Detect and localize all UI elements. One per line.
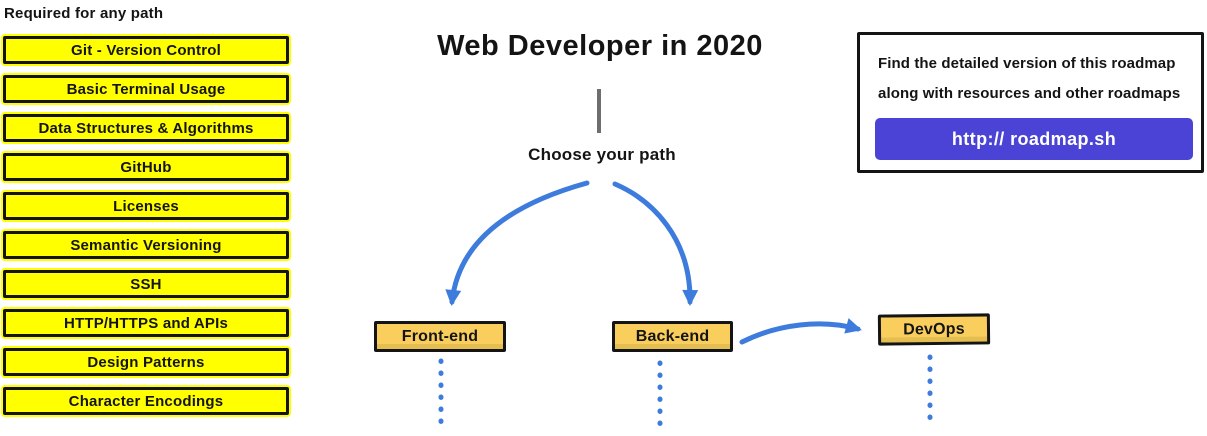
topic-character-encodings[interactable]: Character Encodings xyxy=(3,387,289,415)
topic-semantic-versioning[interactable]: Semantic Versioning xyxy=(3,231,289,259)
arrow-backend-to-devops xyxy=(739,318,862,345)
info-line-2: along with resources and other roadmaps xyxy=(878,85,1181,102)
topic-github[interactable]: GitHub xyxy=(3,153,289,181)
arrow-to-backend xyxy=(612,181,699,306)
topic-http-https-apis[interactable]: HTTP/HTTPS and APIs xyxy=(3,309,289,337)
topic-design-patterns[interactable]: Design Patterns xyxy=(3,348,289,376)
info-text: Find the detailed version of this roadma… xyxy=(878,49,1201,109)
topic-licenses[interactable]: Licenses xyxy=(3,192,289,220)
info-line-1: Find the detailed version of this roadma… xyxy=(878,55,1176,72)
topic-data-structures-algorithms[interactable]: Data Structures & Algorithms xyxy=(3,114,289,142)
topic-ssh[interactable]: SSH xyxy=(3,270,289,298)
required-topics-sidebar: Required for any path Git - Version Cont… xyxy=(3,5,289,426)
page-title: Web Developer in 2020 xyxy=(437,30,763,62)
sidebar-heading: Required for any path xyxy=(4,5,164,22)
topic-git-version-control[interactable]: Git - Version Control xyxy=(3,36,289,64)
arrow-to-frontend xyxy=(445,180,590,306)
node-back-end[interactable]: Back-end xyxy=(612,321,733,352)
topic-basic-terminal-usage[interactable]: Basic Terminal Usage xyxy=(3,75,289,103)
choose-your-path-label: Choose your path xyxy=(528,145,676,164)
roadmap-sh-link-button[interactable]: http:// roadmap.sh xyxy=(875,118,1193,160)
node-devops[interactable]: DevOps xyxy=(877,313,991,346)
node-front-end[interactable]: Front-end xyxy=(374,321,506,352)
roadmap-info-box: Find the detailed version of this roadma… xyxy=(857,32,1204,173)
